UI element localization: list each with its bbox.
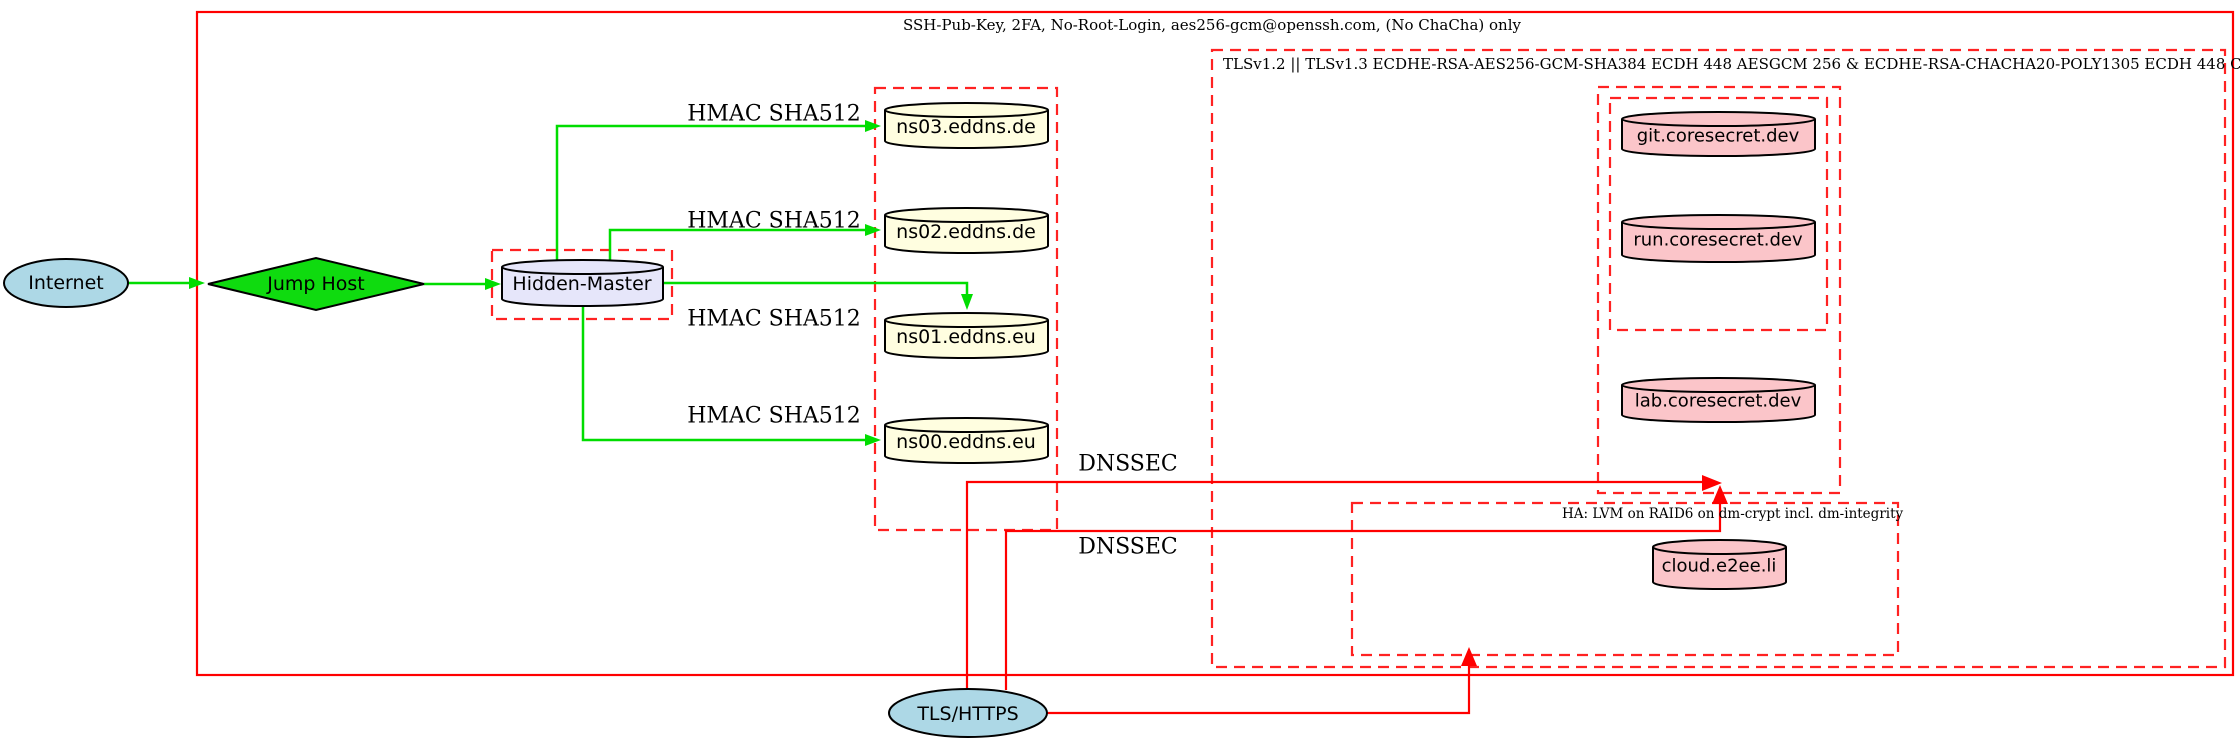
node-jump-host-diamond: [207, 256, 425, 312]
node-tls-https-ellipse: [888, 688, 1048, 738]
edge-label-hmac-ns01: HMAC SHA512: [687, 306, 861, 332]
node-internet-ellipse: [3, 258, 129, 308]
edge-hiddenmaster-ns03: [555, 124, 865, 261]
edge-label-dnssec-1: DNSSEC: [1078, 451, 1178, 477]
node-ns03-cylinder: [884, 102, 1049, 149]
node-cloud-label: cloud.e2ee.li: [1661, 555, 1777, 577]
cluster-git-run-box: [1608, 96, 1829, 332]
arrowhead-green-jumphost: [189, 277, 205, 289]
arrowhead-green-ns01: [961, 294, 973, 310]
cluster-nameserver-box: [873, 86, 1059, 532]
edge-label-hmac-ns03: HMAC SHA512: [687, 101, 861, 127]
node-ns03-label: ns03.eddns.de: [896, 116, 1036, 138]
node-internet-label: Internet: [28, 272, 104, 294]
node-git-cylinder: [1621, 111, 1816, 157]
node-git-label: git.coresecret.dev: [1636, 125, 1800, 147]
node-hidden-master-cylinder: [501, 259, 664, 307]
node-ns02-cylinder: [884, 207, 1049, 254]
edge-tlshttps-dnssec-1: [965, 480, 1703, 689]
node-ns00-cylinder: [884, 417, 1049, 464]
node-run-label: run.coresecret.dev: [1633, 229, 1803, 251]
node-cloud-cylinder: [1652, 539, 1787, 590]
cluster-ha-label: HA: LVM on RAID6 on dm-crypt incl. dm-in…: [1562, 506, 1904, 522]
node-run-cylinder: [1621, 214, 1816, 263]
cluster-ssh-label: SSH-Pub-Key, 2FA, No-Root-Login, aes256-…: [903, 16, 1521, 34]
cluster-tls-label: TLSv1.2 || TLSv1.3 ECDHE-RSA-AES256-GCM-…: [1223, 55, 2240, 73]
node-tls-https-label: TLS/HTTPS: [917, 703, 1019, 725]
arrowhead-green-ns03: [865, 120, 881, 132]
edge-label-hmac-ns02: HMAC SHA512: [687, 208, 861, 234]
arrowhead-green-hiddenmaster: [485, 278, 501, 290]
arrowhead-green-ns00: [865, 434, 881, 446]
edge-hiddenmaster-ns02: [608, 228, 865, 261]
cluster-ha-box: [1350, 501, 1900, 657]
edge-hiddenmaster-ns01: [663, 281, 969, 294]
node-ns00-label: ns00.eddns.eu: [896, 431, 1036, 453]
node-ns02-label: ns02.eddns.de: [896, 221, 1036, 243]
node-ns01-cylinder: [884, 312, 1049, 359]
edge-hiddenmaster-ns00: [581, 303, 865, 442]
arrowhead-green-ns02: [865, 224, 881, 236]
edge-tlshttps-ha: [1047, 666, 1471, 715]
node-hidden-master-label: Hidden-Master: [512, 273, 652, 295]
edge-tlshttps-dnssec-2: [1004, 503, 1722, 690]
cluster-hidden-master-box: [490, 248, 674, 321]
cluster-tls-box: [1210, 48, 2227, 669]
cluster-ssh-box: [195, 10, 2235, 677]
arrowhead-red-up-coresecret: [1712, 485, 1728, 504]
node-lab-label: lab.coresecret.dev: [1634, 390, 1802, 412]
node-jump-host-label: Jump Host: [267, 273, 365, 295]
arrowhead-red-up-ha: [1461, 647, 1477, 666]
node-lab-cylinder: [1621, 377, 1816, 423]
edge-label-dnssec-2: DNSSEC: [1078, 534, 1178, 560]
edge-label-hmac-ns00: HMAC SHA512: [687, 403, 861, 429]
arrowhead-red-right: [1702, 475, 1722, 491]
node-ns01-label: ns01.eddns.eu: [896, 326, 1036, 348]
